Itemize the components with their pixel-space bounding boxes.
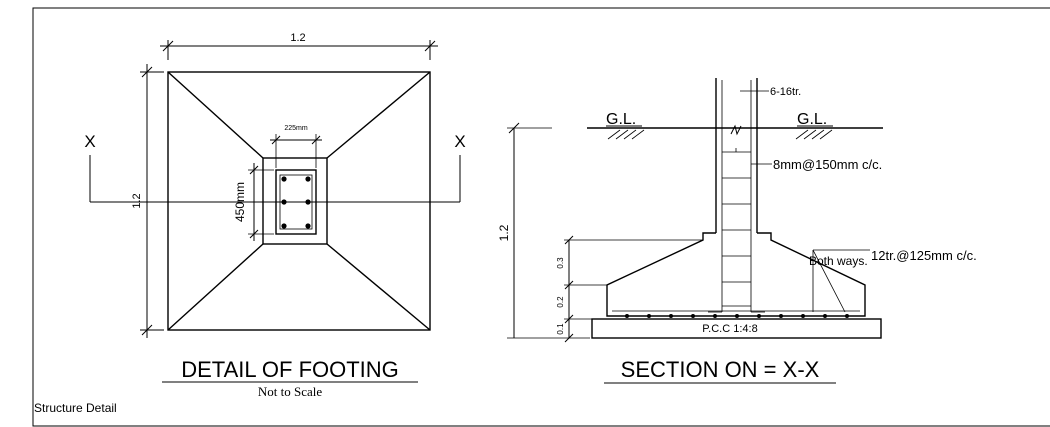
section-depth-dim: 1.2	[497, 224, 511, 241]
lower-depth-dim: 0.2	[556, 296, 565, 308]
pcc-layer	[591, 318, 882, 339]
plan-height-dim: 1.2	[131, 193, 143, 208]
footing-section-outline	[606, 232, 866, 317]
pedestal-outline	[262, 157, 328, 245]
gl-left-label: G.L.	[606, 111, 636, 128]
column-depth-dim: 450mm	[233, 182, 247, 222]
drawing-border	[32, 7, 1050, 427]
rebar-dot	[281, 223, 287, 229]
break-mark	[730, 124, 742, 136]
rebar-dot	[305, 223, 311, 229]
rebar-dot	[305, 176, 311, 182]
main-bars-label: 6-16tr.	[770, 86, 801, 98]
ties-label: 8mm@150mm c/c.	[773, 157, 882, 172]
both-ways-label: Both ways.	[809, 254, 868, 268]
upper-depth-dim: 0.3	[556, 257, 565, 269]
footing-outline	[167, 71, 431, 331]
section-mark-left: X	[84, 132, 95, 151]
plan-title: DETAIL OF FOOTING	[181, 357, 399, 382]
bottom-bars-label: 12tr.@125mm c/c.	[871, 248, 977, 263]
pcc-depth-dim: 0.1	[556, 323, 565, 335]
gl-right-label: G.L.	[797, 111, 827, 128]
plan-subtitle: Not to Scale	[258, 384, 322, 399]
rebar-dot	[281, 176, 287, 182]
section-title: SECTION ON = X-X	[621, 357, 820, 382]
pcc-label: P.C.C 1:4:8	[702, 323, 757, 335]
footer-label: Structure Detail	[34, 401, 117, 415]
footing-section: P.C.C 1:4:8 G.L. G.L. 6-16tr. 8mm@150mm …	[497, 78, 977, 384]
footing-plan: X X 1.2 1.2 225mm 450mm DETAIL OF FOOTIN…	[84, 32, 465, 399]
section-mark-right: X	[454, 132, 465, 151]
column-width-dim: 225mm	[284, 125, 308, 132]
plan-width-dim: 1.2	[290, 32, 305, 44]
